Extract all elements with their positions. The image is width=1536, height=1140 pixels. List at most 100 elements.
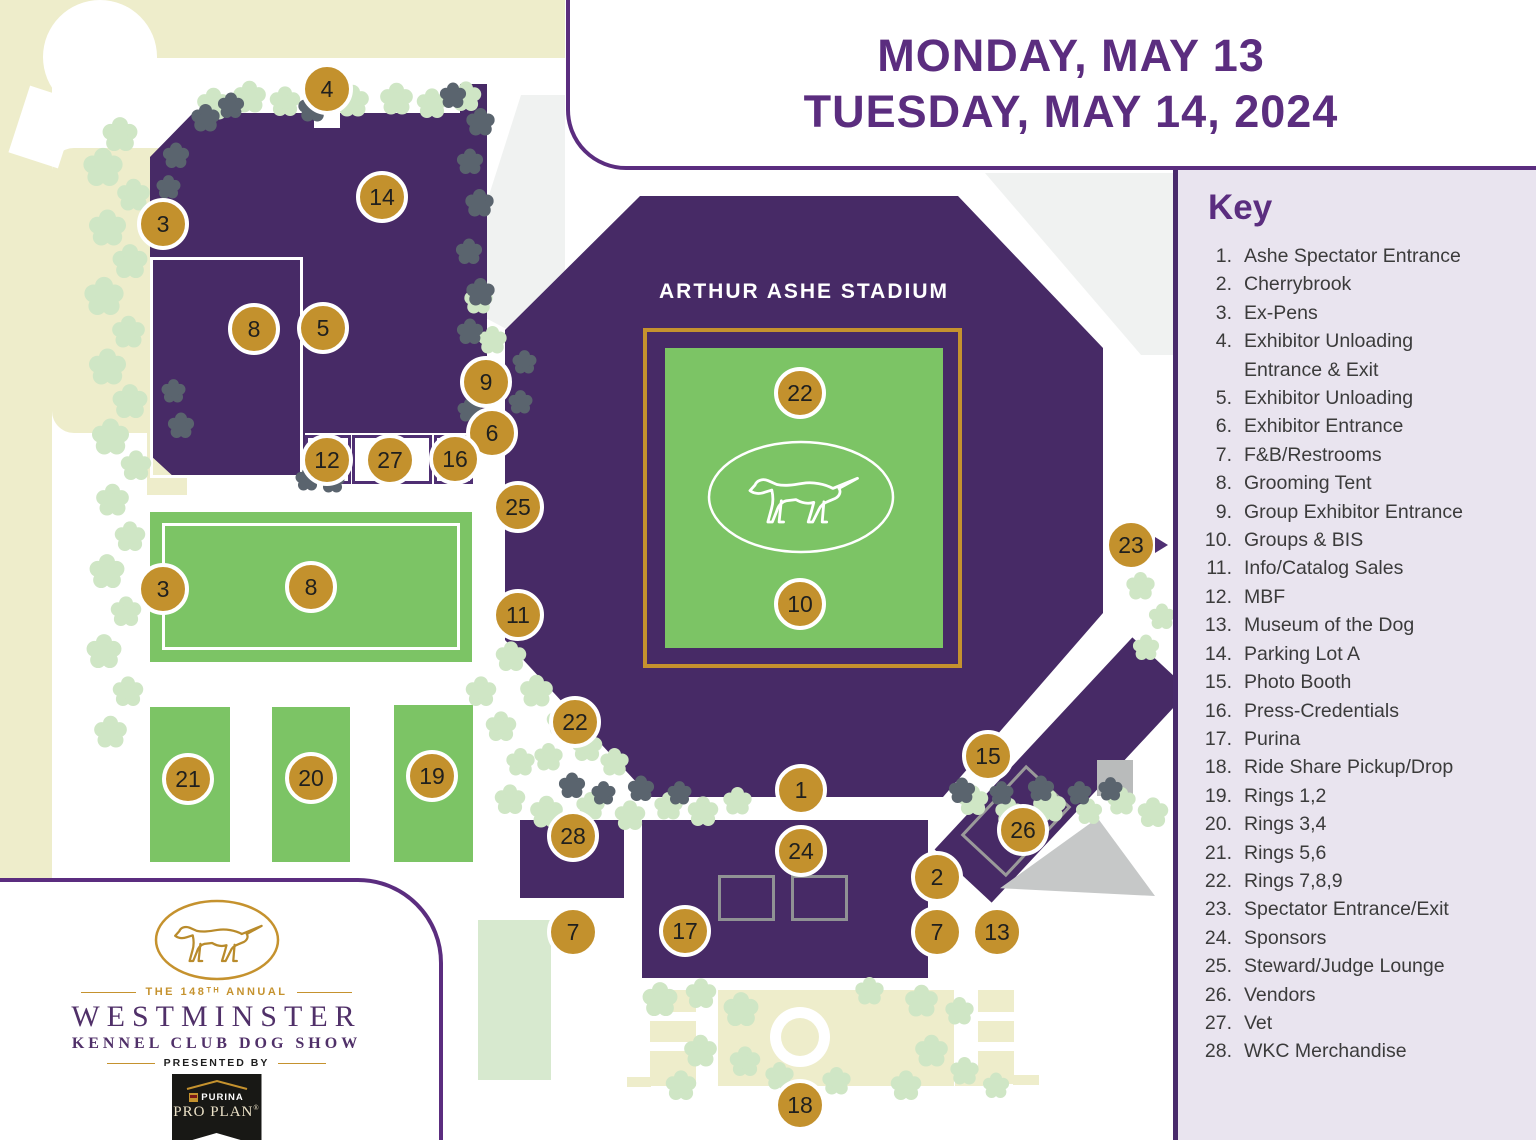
tree-icon [1041,798,1057,814]
key-item-number: 7. [1215,443,1232,466]
key-item: 27.Vet [1190,1009,1536,1037]
key-item: 17.Purina [1190,725,1536,753]
key-item-number: 8. [1215,472,1232,495]
map-marker-14: 14 [356,171,408,223]
map-marker-20: 20 [285,752,337,804]
plaza-block-right [978,990,1014,1084]
tree-icon [388,91,404,107]
gold-rule [81,991,137,993]
key-item-label: Ex-Pens [1244,301,1318,324]
tree-icon [98,358,116,376]
tree-dark-icon [198,111,212,125]
plaza-gap-1 [644,1012,700,1021]
key-item-label: Parking Lot A [1244,642,1360,665]
map-marker-21: 21 [162,753,214,805]
stadium-label: ARTHUR ASHE STADIUM [659,280,949,303]
wkc-dog-oval-icon [707,440,895,554]
tree-dark-icon [464,156,476,168]
map-marker-5: 5 [297,302,349,354]
tree-icon [459,90,473,104]
key-item-label: F&B/Restrooms [1244,443,1382,466]
tree-icon [862,984,876,998]
tree-dark-icon [473,285,487,299]
tree-dark-icon [225,100,237,112]
key-item: 4. Exhibitor Unloading Entrance & Exit [1190,327,1536,384]
key-item-number: 22. [1204,869,1232,892]
tree-dark-icon [597,787,609,799]
map-marker-22: 22 [774,367,826,419]
key-heading: Key [1208,188,1273,227]
purina-pro-plan-badge: PURINA PRO PLAN® [171,1074,262,1140]
key-item-number: 2. [1215,273,1232,296]
key-item-number: 4. [1215,330,1232,353]
plaza-step-right [1013,1075,1039,1085]
lawn-rect [478,920,551,1080]
sponsor-booth-2 [791,875,848,921]
map-marker-1: 1 [775,764,827,816]
tree-dark-icon [995,787,1007,799]
fountain-center [781,1018,819,1056]
key-item-number: 14. [1204,642,1232,665]
tree-dark-icon [566,780,578,792]
annual-label: THE 148ᵀᴴ ANNUAL [145,986,288,998]
key-item-label: Exhibitor Unloading Entrance & Exit [1244,330,1414,381]
tree-dark-icon [673,787,685,799]
key-item-label: Vendors [1244,983,1316,1006]
tree-dark-icon [464,326,476,338]
purina-checker-icon [189,1093,199,1102]
map-marker-16: 16 [429,433,481,485]
key-item: 7. F&B/Restrooms [1190,441,1536,469]
tree-icon [730,794,744,808]
stadium-court-border [643,328,962,668]
key-item: 21.Rings 5,6 [1190,839,1536,867]
tree-dark-icon [473,115,487,129]
key-item-number: 16. [1204,699,1232,722]
key-item-number: 25. [1204,955,1232,978]
tree-icon [112,127,128,143]
key-item-number: 20. [1204,813,1232,836]
tree-icon [966,794,980,808]
tree-icon [1083,806,1095,818]
map-marker-22: 22 [549,696,601,748]
tree-icon [538,804,554,820]
tree-icon [123,530,137,544]
key-item-number: 11. [1206,557,1232,580]
key-item: 18.Ride Share Pickup/Drop [1190,753,1536,781]
tree-icon [98,219,116,237]
tree-icon [99,564,115,580]
key-item: 14. Parking Lot A [1190,640,1536,668]
key-item-label: Press-Credentials [1244,699,1399,722]
tree-icon [583,799,597,813]
tree-icon [278,95,292,109]
westminster-wordmark: WESTMINSTER [71,1000,362,1033]
key-item-label: Info/Catalog Sales [1244,557,1404,580]
key-item-label: Ride Share Pickup/Drop [1244,756,1454,779]
tree-dark-icon [1035,783,1047,795]
tree-icon [913,993,929,1009]
tree-icon [1114,794,1128,808]
kennel-club-wordmark: KENNEL CLUB DOG SHOW [71,1035,362,1052]
map-marker-8: 8 [228,303,280,355]
key-item: 9.Group Exhibitor Entrance [1190,498,1536,526]
key-item: 5.Exhibitor Unloading [1190,384,1536,412]
tree-dark-icon [162,181,174,193]
tree-icon [772,1069,786,1083]
tree-icon [923,1043,939,1059]
title-line-1: MONDAY, MAY 13 [877,30,1265,81]
map-marker-23: 23 [1105,519,1157,571]
key-item-label: Spectator Entrance/Exit [1244,898,1449,921]
sponsor-booth-1 [718,875,775,921]
tree-icon [504,650,518,664]
tree-icon [121,685,135,699]
key-item-label: Rings 5,6 [1244,841,1327,864]
key-item-number: 3. [1215,301,1232,324]
tree-icon [738,1055,752,1069]
plaza-gap-4 [974,1042,1018,1051]
tree-icon [696,805,710,819]
tree-icon [1140,642,1152,654]
key-item-number: 1. [1215,245,1232,267]
gold-rule [106,1062,155,1064]
map-marker-27: 27 [364,434,416,486]
map-marker-10: 10 [774,578,826,630]
